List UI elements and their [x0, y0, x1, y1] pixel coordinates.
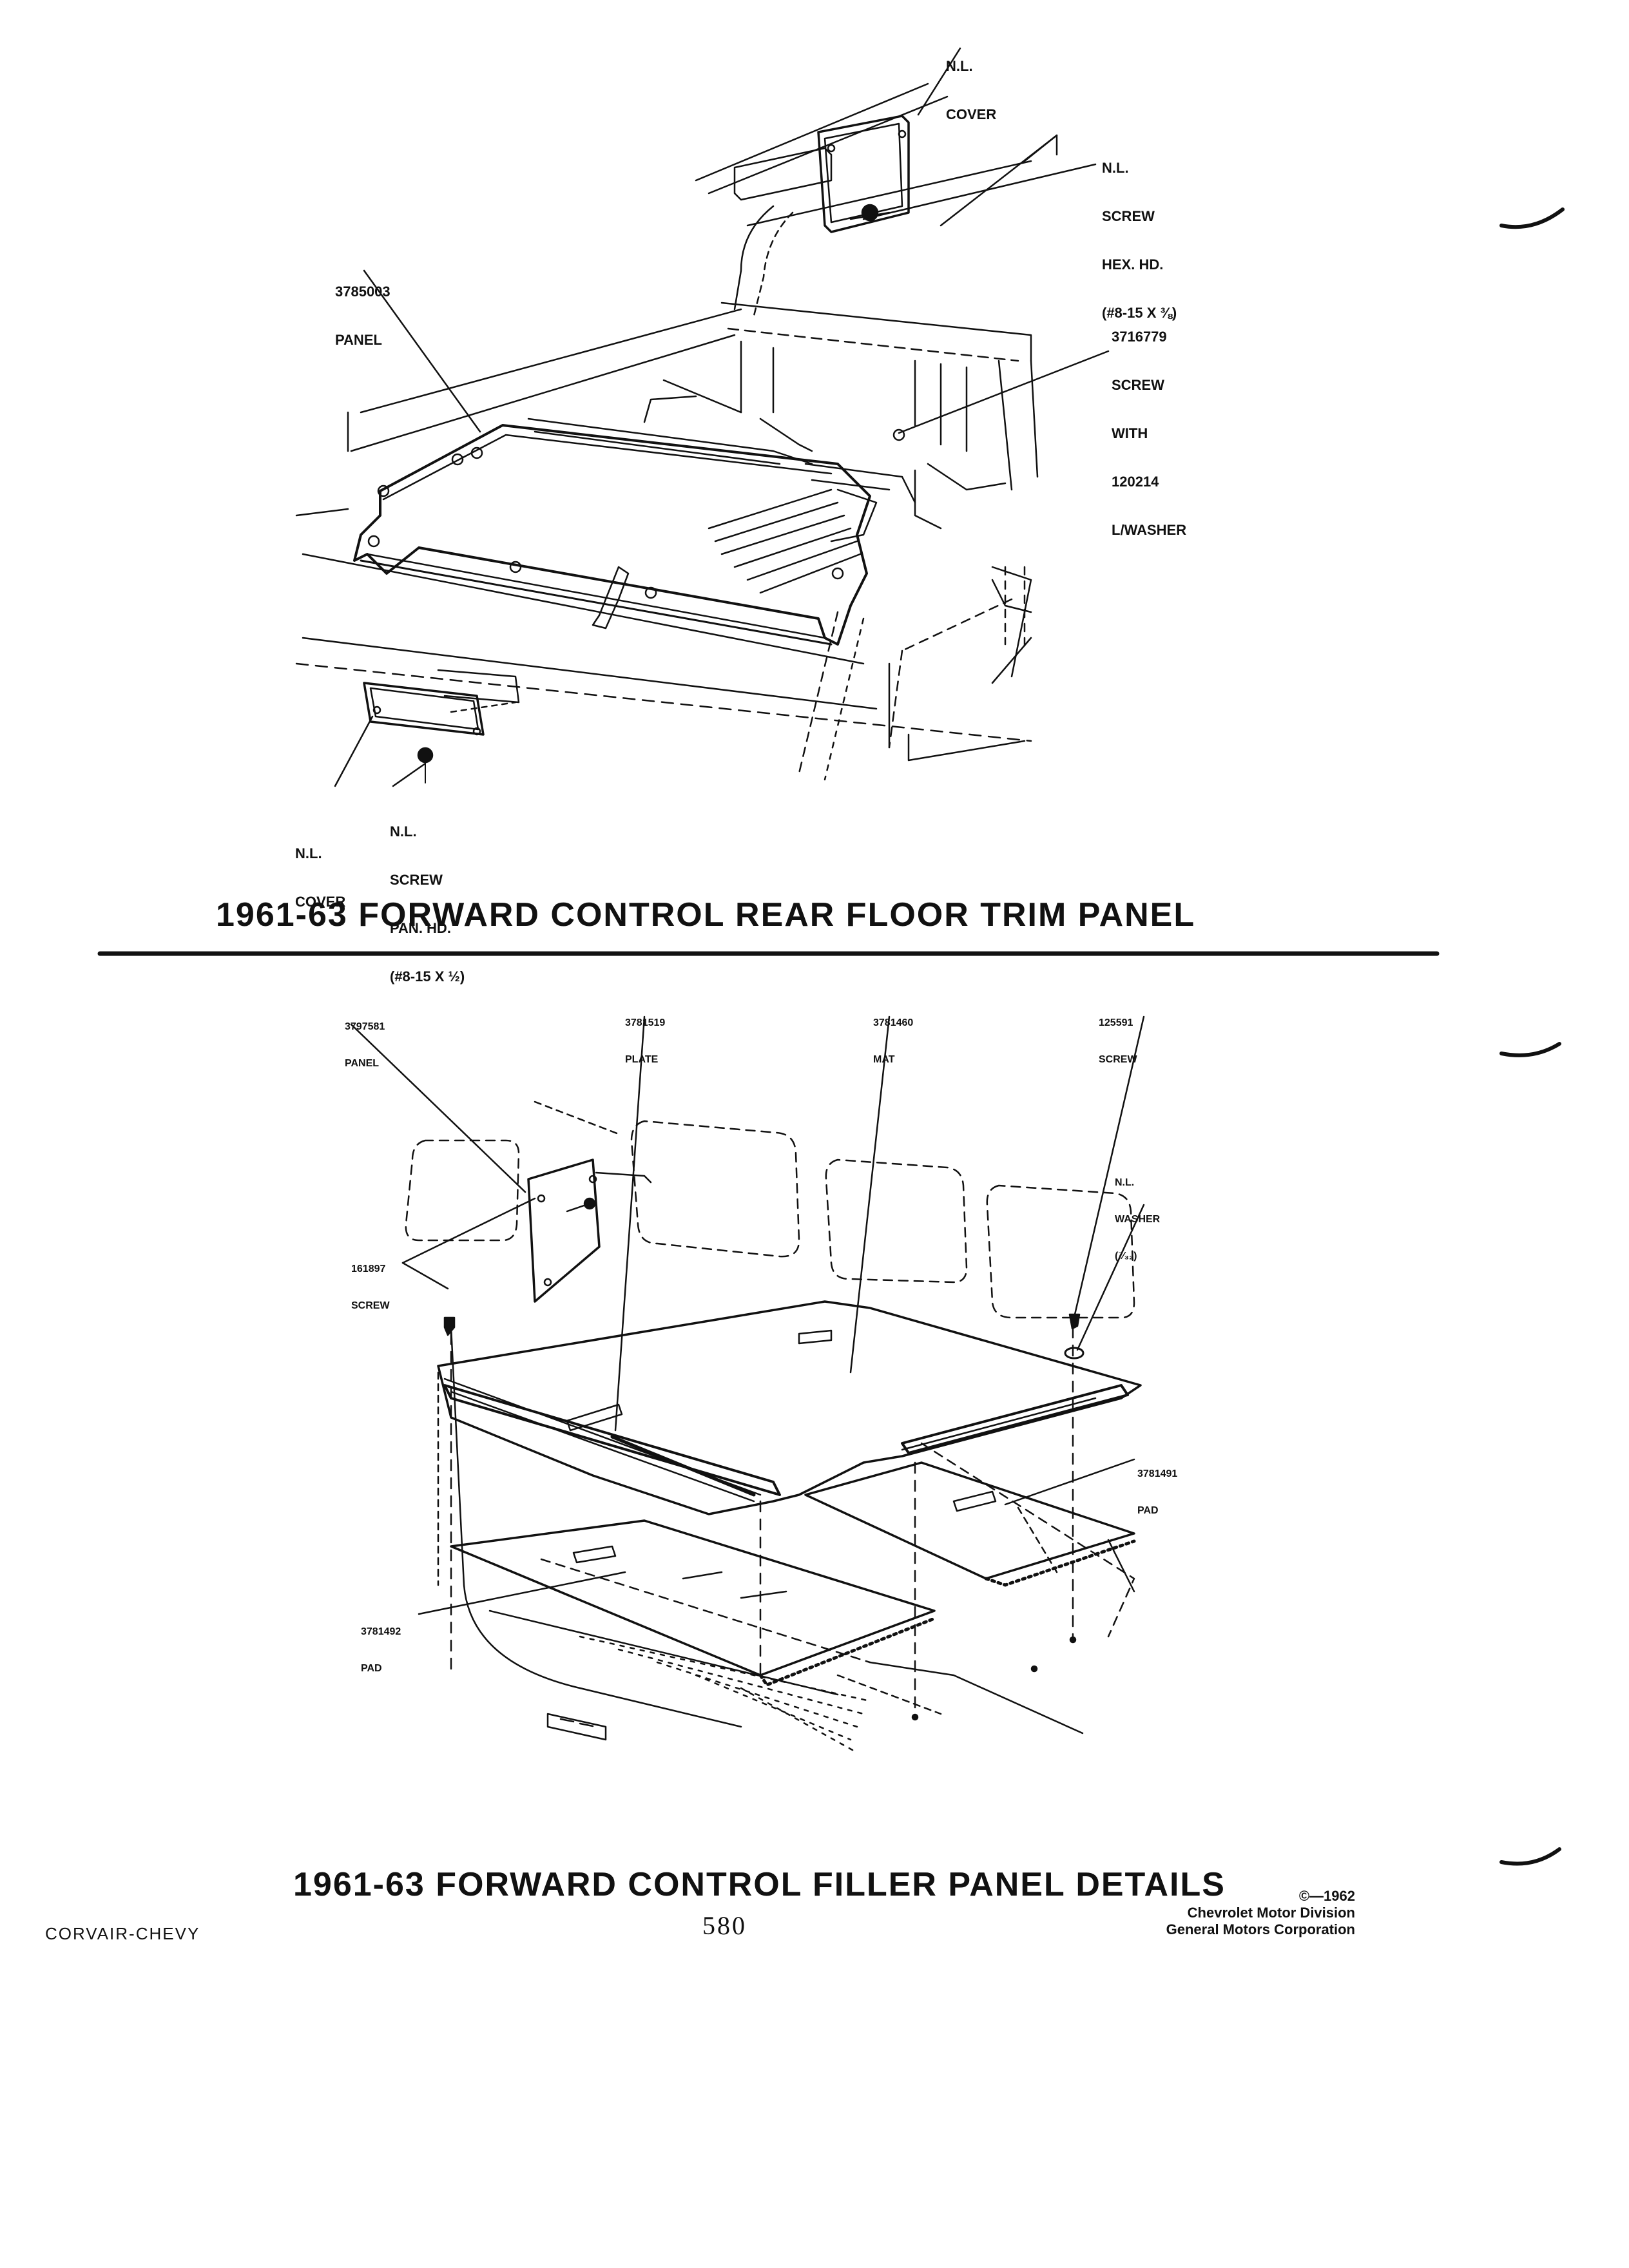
callout-line: 125591	[1099, 1017, 1133, 1028]
corporation-line: General Motors Corporation	[1166, 1921, 1355, 1937]
filler-panel-illustration	[350, 1015, 1145, 1754]
callout-line: 3781491	[1137, 1468, 1178, 1479]
callout-line: L/WASHER	[1112, 522, 1187, 538]
bottom-diagram-title: 1961-63 FORWARD CONTROL FILLER PANEL DET…	[293, 1866, 1226, 1903]
callout-nl-cover-bottom: N.L. COVER	[295, 813, 345, 942]
callout-nl-washer: N.L. WASHER (⁷⁄₃₂)	[1115, 1152, 1160, 1287]
callout-plate-3781519: 3781519 PLATE	[625, 992, 665, 1090]
callout-line: (#8-15 x ½)	[390, 968, 465, 985]
callout-line: 3781519	[625, 1017, 666, 1028]
callout-nl-screw-hex: N.L. SCREW HEX. HD. (#8-15 x ⅜)	[1102, 128, 1177, 353]
pad-3781492	[450, 1519, 936, 1687]
callout-mat-3781460: 3781460 MAT	[873, 992, 913, 1090]
binding-marks	[1499, 207, 1565, 1866]
callout-line: 3781460	[873, 1017, 914, 1028]
rear-floor-trim-illustration	[295, 47, 1110, 787]
callout-pad-3781492: 3781492 PAD	[361, 1601, 401, 1699]
callout-screw-161897: 161897 SCREW	[351, 1238, 390, 1336]
callout-line: PANEL	[335, 332, 382, 348]
copyright-block: ©—1962 Chevrolet Motor Division General …	[1166, 1888, 1355, 1938]
callout-line: SCREW	[351, 1300, 390, 1311]
callout-screw-3716779: 3716779 SCREW WITH 120214 L/WASHER	[1112, 296, 1186, 570]
callout-line: N.L.	[1115, 1177, 1135, 1188]
callout-line: SCREW	[1099, 1054, 1137, 1065]
callout-panel-3785003: 3785003 PANEL	[335, 251, 390, 380]
callout-line: PANEL	[345, 1058, 380, 1069]
callout-line: MAT	[873, 1054, 895, 1065]
callout-line: 3797581	[345, 1021, 385, 1032]
callout-line: (⁷⁄₃₂)	[1115, 1251, 1137, 1262]
callout-line: (#8-15 x ⅜)	[1102, 305, 1177, 321]
callout-line: SCREW	[390, 872, 443, 888]
callout-line: 161897	[351, 1264, 386, 1274]
mat-3781460	[437, 1300, 1142, 1515]
callout-line: WITH	[1112, 425, 1148, 441]
page-number: 580	[702, 1911, 747, 1940]
trim-panel-3785003	[353, 424, 905, 646]
plate-3781519	[443, 1384, 1129, 1496]
callout-line: 3785003	[335, 284, 390, 300]
top-diagram-title: 1961-63 FORWARD CONTROL REAR FLOOR TRIM …	[216, 896, 1196, 934]
callout-nl-screw-pan: N.L. SCREW PAN. HD. (#8-15 x ½)	[390, 791, 465, 1017]
callout-line: PAD	[1137, 1505, 1159, 1516]
callout-line: WASHER	[1115, 1214, 1161, 1225]
pad-3781491	[804, 1461, 1136, 1587]
callout-line: SCREW	[1102, 208, 1155, 224]
callout-line: 120214	[1112, 474, 1159, 490]
callout-line: 3781492	[361, 1626, 401, 1637]
callout-line: HEX. HD.	[1102, 256, 1164, 273]
bottom-cover-plate	[363, 669, 520, 783]
callout-line: SCREW	[1112, 377, 1164, 393]
callout-line: COVER	[946, 106, 997, 122]
callout-panel-3797581: 3797581 PANEL	[345, 996, 385, 1094]
callout-line: PAD	[361, 1663, 382, 1674]
callout-line: N.L.	[295, 845, 322, 861]
callout-pad-3781491: 3781491 PAD	[1137, 1443, 1177, 1541]
callout-line: N.L.	[1102, 160, 1129, 176]
division-line: Chevrolet Motor Division	[1187, 1905, 1355, 1921]
callout-nl-cover-top: N.L. COVER	[946, 26, 996, 155]
filler-panel-3797581	[527, 1158, 652, 1303]
callout-line: N.L.	[946, 58, 973, 74]
callout-line: PAN. HD.	[390, 920, 451, 936]
callout-line: PLATE	[625, 1054, 659, 1065]
callout-screw-125591: 125591 SCREW	[1099, 992, 1137, 1090]
callout-line: 3716779	[1112, 329, 1167, 345]
callout-line: N.L.	[390, 823, 417, 840]
callout-line: COVER	[295, 894, 346, 910]
footer-left-label: CORVAIR-CHEVY	[45, 1924, 200, 1943]
copyright-line: ©—1962	[1298, 1888, 1355, 1904]
